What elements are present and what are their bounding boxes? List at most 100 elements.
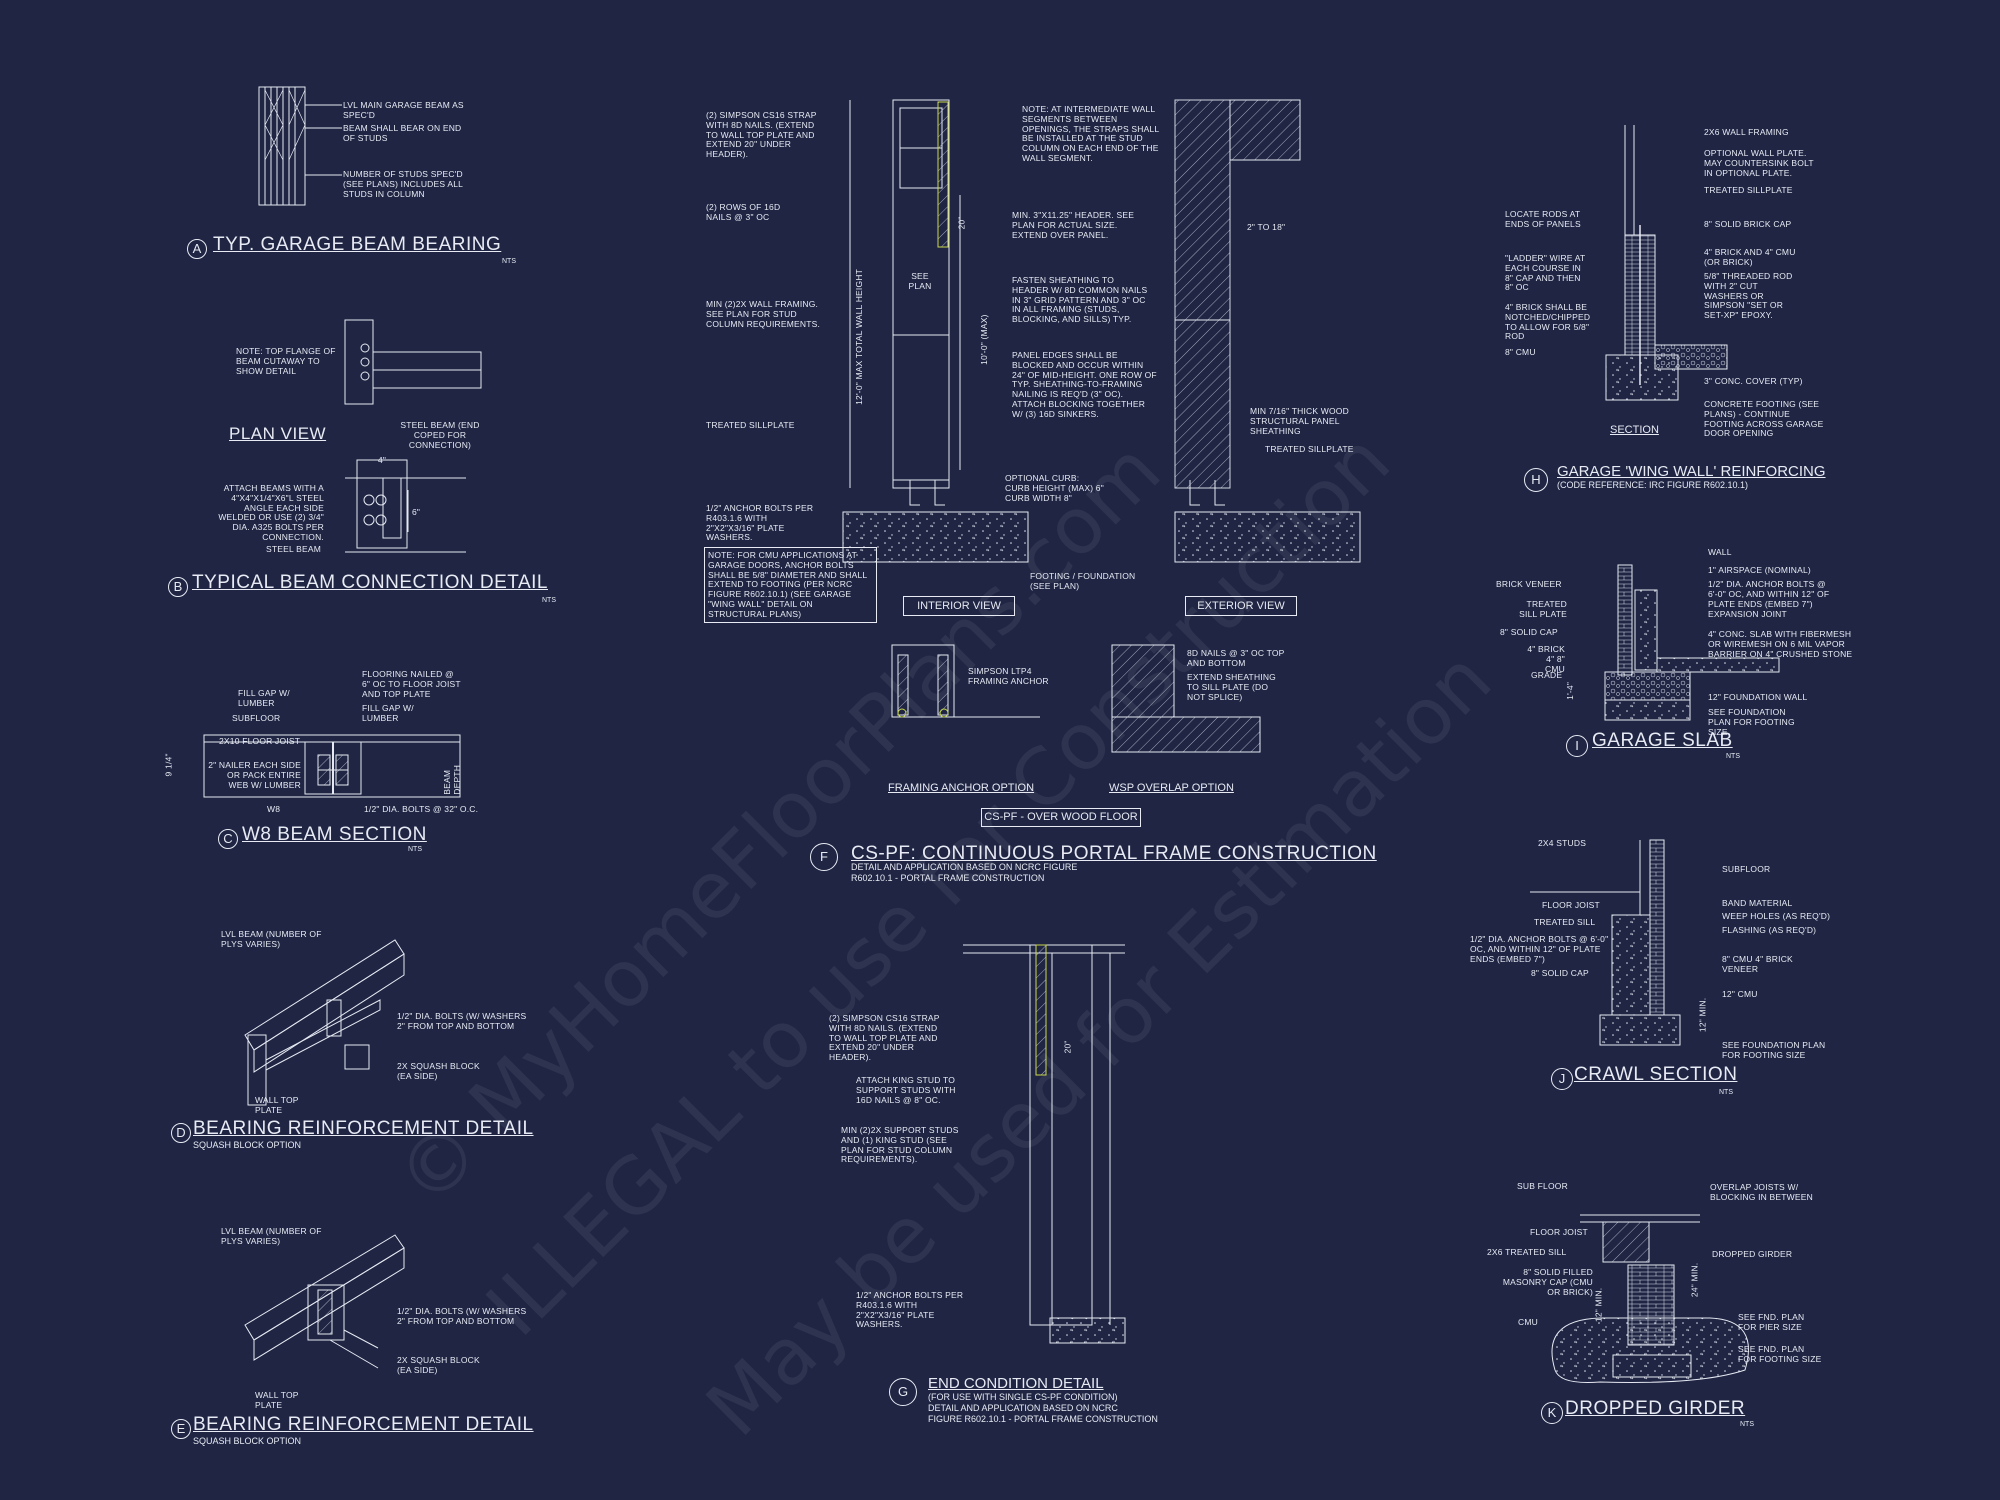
c-note-7: W8 (267, 804, 281, 814)
g-detail-letter: G (889, 1378, 917, 1406)
b-scale: NTS (542, 597, 556, 604)
h-subtitle: (CODE REFERENCE: IRC FIGURE R602.10.1) (1557, 480, 1749, 490)
e-detail-title: BEARING REINFORCEMENT DETAIL (193, 1414, 534, 1435)
g-subtitle-1: (FOR USE WITH SINGLE CS-PF CONDITION) (928, 1392, 1118, 1402)
j-note-left-3: TREATED SILL (1534, 917, 1596, 927)
j-note-left-2: FLOOR JOIST (1542, 900, 1600, 910)
a-note-3: NUMBER OF STUDS SPEC'D (SEE PLANS) INCLU… (343, 169, 463, 199)
c-note-5: 2x10 FLOOR JOIST (219, 736, 301, 746)
a-note-2: BEAM SHALL BEAR ON END OF STUDS (343, 123, 462, 143)
k-dim-2: 24" MIN. (1689, 1262, 1700, 1298)
j-note-left-4: 1/2" DIA. ANCHOR BOLTS @ 6'-0" OC, AND W… (1470, 934, 1609, 964)
j-dim: 12" MIN. (1697, 997, 1708, 1033)
k-note-left-2: FLOOR JOIST (1530, 1227, 1588, 1237)
i-detail-letter: I (1566, 735, 1588, 757)
i-note-right-4: EXPANSION JOINT (1708, 609, 1787, 619)
h-section: SECTION (1610, 424, 1659, 436)
f-interior-view: INTERIOR VIEW (903, 596, 1015, 616)
e-note-4: WALL TOP PLATE (255, 1390, 299, 1410)
k-note-right-4: SEE FND. PLAN FOR FOOTING SIZE (1738, 1344, 1822, 1364)
i-note-left-4: 4" BRICK 4" 8" CMU (1527, 644, 1565, 674)
h-note-left-4: 8" CMU (1505, 347, 1536, 357)
a-beam-outline (258, 86, 306, 206)
f-dim-wall: 12'-0" MAX TOTAL WALL HEIGHT (854, 268, 865, 405)
j-detail-letter: J (1551, 1068, 1573, 1090)
g-detail-title: END CONDITION DETAIL (928, 1375, 1104, 1392)
j-note-right-7: SEE FOUNDATION PLAN FOR FOOTING SIZE (1722, 1040, 1826, 1060)
f-detail-letter: F (810, 843, 838, 871)
b-note-1: NOTE: TOP FLANGE OF BEAM CUTAWAY TO SHOW… (236, 346, 336, 376)
f-note-mid-5: OPTIONAL CURB: CURB HEIGHT (MAX) 6" CURB… (1005, 473, 1104, 503)
i-detail-title: GARAGE SLAB (1592, 730, 1733, 751)
c-note-3: SUBFLOOR (232, 713, 281, 723)
k-note-right-1: OVERLAP JOISTS W/ BLOCKING IN BETWEEN (1710, 1182, 1813, 1202)
k-detail-letter: K (1541, 1402, 1563, 1424)
h-note-right-5: 4" BRICK AND 4" CMU (OR BRICK) (1704, 247, 1796, 267)
d-detail-title: BEARING REINFORCEMENT DETAIL (193, 1118, 534, 1139)
h-note-right-7: 3" CONC. COVER (TYP) (1704, 376, 1803, 386)
b-plan-view: PLAN VIEW (229, 424, 327, 443)
g-note-3: MIN (2)2X SUPPORT STUDS AND (1) KING STU… (841, 1125, 959, 1165)
f-note-left-1: (2) SIMPSON CS16 STRAP WITH 8d NAILS. (E… (706, 110, 817, 160)
e-subtitle: SQUASH BLOCK OPTION (193, 1436, 302, 1446)
d-subtitle: SQUASH BLOCK OPTION (193, 1140, 302, 1150)
k-detail-title: DROPPED GIRDER (1565, 1398, 1746, 1419)
a-detail-title: TYP. GARAGE BEAM BEARING (213, 234, 502, 255)
c-note-2: FILL GAP w/ LUMBER (238, 688, 290, 708)
k-scale: NTS (1740, 1421, 1754, 1428)
e-detail-letter: E (171, 1419, 191, 1439)
f-note-left-3: MIN (2)2X WALL FRAMING. SEE PLAN FOR STU… (706, 299, 821, 329)
f-over-wood-floor: CS-PF - OVER WOOD FLOOR (981, 808, 1141, 827)
j-detail-title: CRAWL SECTION (1574, 1064, 1738, 1085)
g-note-2: ATTACH KING STUD TO SUPPORT STUDS WITH 1… (856, 1075, 956, 1105)
h-note-left-1: LOCATE RODS AT ENDS OF PANELS (1505, 209, 1581, 229)
b-dim-4: 4" (378, 455, 387, 465)
g-note-1: (2) SIMPSON CS16 STRAP WITH 8d NAILS. (E… (829, 1013, 940, 1063)
j-note-right-5: 8" CMU 4" BRICK VENEER (1722, 954, 1793, 974)
c-note-8: 1/2" DIA. BOLTS @ 32" O.C. (364, 804, 479, 814)
f-note-left-5: 1/2" ANCHOR BOLTS PER R403.1.6 WITH 2"x2… (706, 503, 814, 543)
i-note-left-5: GRADE (1531, 670, 1563, 680)
d-detail-letter: D (171, 1123, 191, 1143)
i-scale: NTS (1726, 753, 1740, 760)
j-note-right-4: FLASHING (AS REQ'D) (1722, 925, 1817, 935)
i-dim: 1'-4" (1565, 681, 1576, 700)
d-note-4: WALL TOP PLATE (255, 1095, 299, 1115)
c-scale: NTS (408, 846, 422, 853)
c-detail-letter: C (218, 829, 238, 849)
f-note-right-1: MIN 7/16" THICK WOOD STRUCTURAL PANEL SH… (1250, 406, 1349, 436)
i-note-left-3: 8" SOLID CAP (1500, 627, 1558, 637)
i-note-right-6: 12" FOUNDATION WALL (1708, 692, 1808, 702)
h-note-left-3: 4" BRICK SHALL BE NOTCHED/CHIPPED TO ALL… (1505, 302, 1591, 342)
f-note-left-2: (2) ROWS OF 16d NAILS @ 3" OC (706, 202, 781, 222)
f-dim-max: 10'-0" (MAX) (979, 314, 990, 365)
e-note-1: LVL BEAM (NUMBER OF PLYS VARIES) (221, 1226, 322, 1246)
k-note-left-3: 2x6 TREATED SILL (1487, 1247, 1567, 1257)
c-detail-title: W8 BEAM SECTION (242, 824, 427, 845)
f-detail-title: CS-PF: CONTINUOUS PORTAL FRAME CONSTRUCT… (851, 843, 1377, 864)
e-note-3: 2x SQUASH BLOCK (EA SIDE) (397, 1355, 480, 1375)
f-note-mid-3: FASTEN SHEATHING TO HEADER W/ 8d COMMON … (1012, 275, 1148, 325)
a-detail-letter: A (187, 239, 207, 259)
b-note-4: STEEL BEAM (266, 544, 322, 554)
f-exterior-view: EXTERIOR VIEW (1185, 596, 1297, 616)
k-dim-1: 12" MIN. (1593, 1287, 1604, 1323)
i-note-left-1: BRICK VENEER (1496, 579, 1562, 589)
j-note-right-6: 12" CMU (1722, 989, 1758, 999)
f-subtitle-1: DETAIL AND APPLICATION BASED ON NCRC FIG… (851, 862, 1078, 872)
k-note-left-4: 8" SOLID FILLED MASONRY CAP (CMU OR BRIC… (1502, 1267, 1593, 1297)
i-note-right-2: 1" AIRSPACE (NOMINAL) (1708, 565, 1811, 575)
h-detail-title: GARAGE 'WING WALL' REINFORCING (1557, 463, 1826, 480)
f-wsp-overlap-option: WSP OVERLAP OPTION (1109, 782, 1234, 794)
f-note-mid-4: PANEL EDGES SHALL BE BLOCKED AND OCCUR W… (1012, 350, 1157, 419)
c-note-6: 2" NAILER EACH SIDE OR PACK ENTIRE WEB w… (208, 760, 301, 790)
f-see-plan: SEE PLAN (908, 271, 932, 291)
g-subtitle-2: DETAIL AND APPLICATION BASED ON NCRC (928, 1403, 1118, 1413)
d-note-1: LVL BEAM (NUMBER OF PLYS VARIES) (221, 929, 322, 949)
h-note-right-8: CONCRETE FOOTING (SEE PLANS) - CONTINUE … (1704, 399, 1824, 439)
c-note-1: FLOORING NAILED @ 6" OC TO FLOOR JOIST A… (362, 669, 461, 699)
j-note-right-2: BAND MATERIAL (1722, 898, 1793, 908)
i-note-right-7: SEE FOUNDATION PLAN FOR FOOTING SIZE (1708, 707, 1795, 737)
